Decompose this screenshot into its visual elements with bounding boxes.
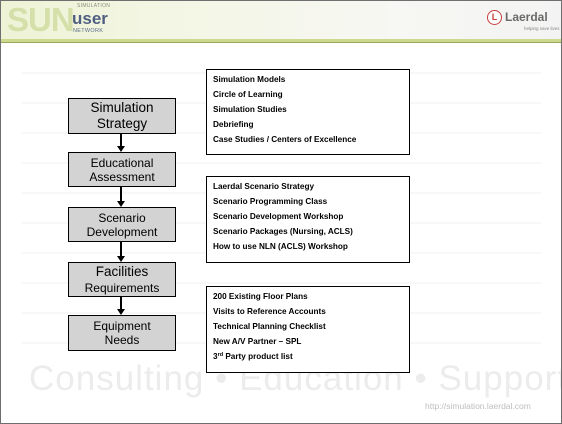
ordinal-suffix: rd: [217, 352, 224, 358]
step-line1: Scenario: [98, 210, 146, 225]
list-item: Technical Planning Checklist: [213, 322, 326, 331]
list-item: Scenario Packages (Nursing, ACLS): [213, 227, 353, 236]
step-educational-assessment: Educational Assessment: [68, 152, 176, 187]
panel-strategy-topics: Simulation Models Circle of Learning Sim…: [206, 69, 410, 155]
step-line2: Development: [86, 224, 158, 239]
sun-logo: SUN: [7, 1, 75, 38]
simulation-label: SIMULATION: [77, 3, 111, 9]
step-line2: Strategy: [96, 116, 148, 131]
step-line1: Facilities: [95, 263, 149, 279]
flow-arrowhead: [117, 146, 125, 152]
step-line2: Assessment: [89, 169, 155, 184]
flow-arrowhead: [117, 256, 125, 262]
list-item: Debriefing: [213, 120, 254, 129]
header-divider: [1, 42, 561, 43]
list-item: 200 Existing Floor Plans: [213, 292, 308, 301]
flow-arrow-line: [120, 186, 122, 201]
list-item: Circle of Learning: [213, 90, 283, 99]
step-line2: Needs: [104, 333, 140, 347]
list-item-rest: Party product list: [223, 352, 293, 361]
step-line1: Equipment: [93, 319, 151, 333]
list-item: Visits to Reference Accounts: [213, 307, 326, 316]
list-item: How to use NLN (ACLS) Workshop: [213, 242, 348, 251]
list-item: New A/V Partner – SPL: [213, 337, 302, 346]
step-simulation-strategy: Simulation Strategy: [68, 98, 176, 134]
panel-facilities-topics: 200 Existing Floor Plans Visits to Refer…: [206, 286, 410, 373]
step-line2: Requirements: [84, 280, 160, 295]
step-line1: Simulation: [90, 100, 154, 115]
list-item: Scenario Development Workshop: [213, 212, 344, 221]
step-line1: Educational: [90, 155, 154, 170]
header-accent-bar: [1, 39, 561, 42]
flow-arrowhead: [117, 201, 125, 207]
ordinal-number: 3: [213, 352, 218, 361]
list-item: 3rd Party product list: [213, 349, 409, 364]
watermark-url: http://simulation.laerdal.com: [425, 401, 531, 411]
list-item: Scenario Programming Class: [213, 197, 328, 206]
slide-header: SUN SIMULATION user NETWORK L Laerdal he…: [1, 1, 561, 39]
laerdal-logo-name: Laerdal: [505, 10, 548, 24]
list-item: Case Studies / Centers of Excellence: [213, 135, 357, 144]
flow-arrow-line: [120, 241, 122, 256]
flow-arrow-line: [120, 133, 122, 146]
flow-arrow-line: [120, 296, 122, 309]
step-scenario-development: Scenario Development: [68, 207, 176, 242]
flow-arrowhead: [117, 309, 125, 315]
list-item: Simulation Models: [213, 75, 286, 84]
step-equipment-needs: Equipment Needs: [68, 315, 176, 351]
network-label: NETWORK: [73, 28, 104, 34]
laerdal-logo-icon: L: [487, 10, 502, 25]
list-item: Laerdal Scenario Strategy: [213, 182, 315, 191]
panel-scenario-topics: Laerdal Scenario Strategy Scenario Progr…: [206, 176, 410, 263]
laerdal-tagline: helping save lives: [524, 26, 560, 31]
laerdal-logo-letter: L: [491, 12, 498, 22]
step-facilities-requirements: Facilities Requirements: [68, 262, 176, 297]
user-logo-word: user: [72, 9, 108, 28]
list-item: Simulation Studies: [213, 105, 287, 114]
